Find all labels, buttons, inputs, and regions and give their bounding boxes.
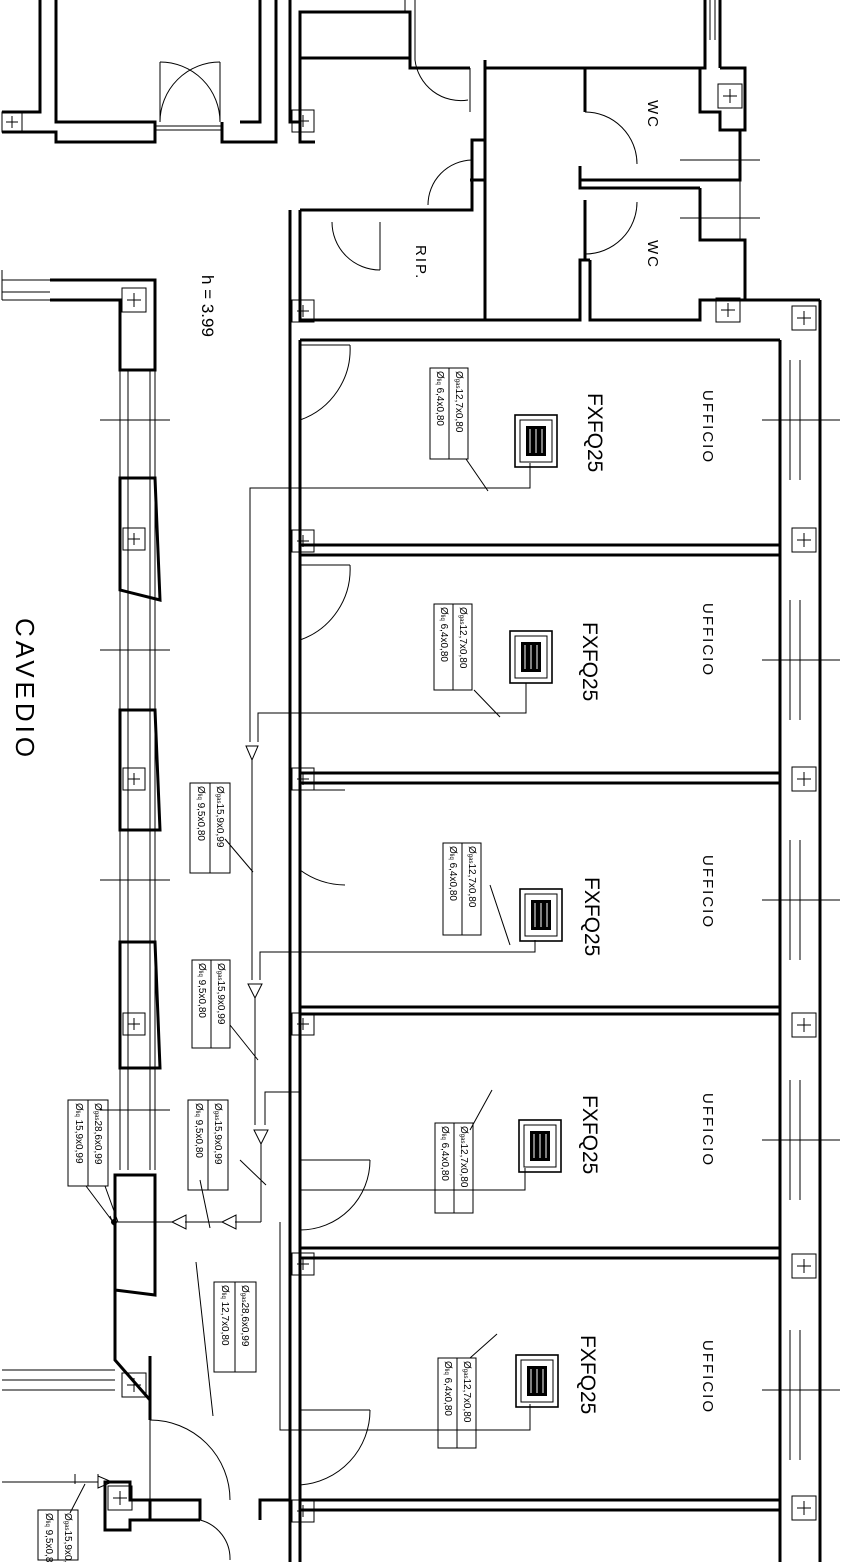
svg-text:Øliq 6,4x0,80: Øliq 6,4x0,80 — [434, 371, 445, 426]
pipe-tag: Øgas12,7x0,80 Øliq 6,4x0,80 — [434, 1122, 474, 1214]
room-label-wc: WC — [644, 100, 661, 129]
pipe-tag: Øgas15,9x0,99 Øliq 9,5x0,80 — [189, 782, 231, 874]
pipe-tag: Øgas28,6x0,99 Øliq 15,9x0,99 — [67, 1099, 109, 1187]
leader-lines — [69, 458, 511, 1514]
svg-text:Øgas15,9x0,99: Øgas15,9x0,99 — [62, 1513, 73, 1562]
svg-text:Øliq 6,4x0,80: Øliq 6,4x0,80 — [439, 1126, 450, 1181]
room-label-office: UFFICIO — [699, 603, 716, 677]
room-label-office: UFFICIO — [699, 390, 716, 464]
unit-model-label: FXFQ25 — [578, 622, 601, 701]
pipe-tag: Øgas12,7x0,80 Øliq 6,4x0,80 — [442, 842, 482, 936]
svg-text:Øgas12,7x0,80: Øgas12,7x0,80 — [458, 1126, 469, 1188]
cassette-unit — [515, 1354, 559, 1408]
pipe-tags: Øgas12,7x0,80 Øliq 6,4x0,80 Øgas12,7x0,8… — [37, 367, 482, 1562]
pipe-tag: Øgas15,9x0,99 Øliq 9,5x0,80 — [191, 959, 231, 1049]
piping — [2, 463, 536, 1489]
unit-model-label: FXFQ25 — [580, 877, 603, 956]
svg-text:Øliq 9,5x0,80: Øliq 9,5x0,80 — [193, 1103, 204, 1158]
cassette-unit — [519, 888, 563, 942]
svg-text:Øgas15,9x0,99: Øgas15,9x0,99 — [212, 1103, 223, 1165]
service-block — [288, 0, 820, 340]
cassette-unit — [509, 630, 553, 684]
cavedio-walls — [1, 270, 290, 1561]
cavedio-label: CAVEDIO — [10, 618, 40, 761]
room-label-office: UFFICIO — [699, 1093, 716, 1167]
double-door-top — [159, 61, 221, 123]
pipe-tag: Øgas15,9x0,99 Øliq 9,5x0,80 — [37, 1509, 79, 1562]
office-doors — [299, 344, 371, 1486]
svg-text:Øgas12,7x0,80: Øgas12,7x0,80 — [457, 607, 468, 669]
svg-text:Øliq 6,4x0,80: Øliq 6,4x0,80 — [447, 846, 458, 901]
svg-text:Øgas15,9x0,99: Øgas15,9x0,99 — [215, 963, 226, 1025]
pipe-tag: Øgas12,7x0,80 Øliq 6,4x0,80 — [433, 603, 473, 691]
svg-text:Øgas15,9x0,99: Øgas15,9x0,99 — [214, 786, 225, 848]
unit-labels: FXFQ25 FXFQ25 FXFQ25 FXFQ25 FXFQ25 — [576, 393, 606, 1414]
indoor-units — [509, 414, 563, 1408]
unit-model-label: FXFQ25 — [578, 1095, 601, 1174]
svg-text:Øliq 9,5x0,80: Øliq 9,5x0,80 — [196, 963, 207, 1018]
office-walls — [288, 300, 840, 1562]
pipe-tag: Øgas15,9x0,99 Øliq 9,5x0,80 — [187, 1099, 229, 1191]
room-label-office: UFFICIO — [699, 1340, 716, 1414]
svg-text:Øliq 9,5x0,80: Øliq 9,5x0,80 — [43, 1513, 54, 1562]
room-label-wc: WC — [644, 240, 661, 269]
room-labels: UFFICIO UFFICIO UFFICIO UFFICIO UFFICIO … — [10, 100, 716, 1414]
room-label-rip: RIP. — [412, 245, 429, 280]
unit-model-label: FXFQ25 — [583, 393, 606, 472]
svg-text:Øgas12,7x0,80: Øgas12,7x0,80 — [453, 371, 464, 433]
unit-model-label: FXFQ25 — [576, 1335, 599, 1414]
svg-text:Øgas12,7x0,80: Øgas12,7x0,80 — [466, 846, 477, 908]
cassette-unit — [518, 1119, 562, 1173]
pipe-tag: Øgas28,6x0,99 Øliq 12,7x0,80 — [213, 1281, 257, 1373]
room-label-office: UFFICIO — [699, 855, 716, 929]
svg-text:Øgas12,7x0,80: Øgas12,7x0,80 — [461, 1361, 472, 1423]
svg-text:Øgas28,6x0,99: Øgas28,6x0,99 — [239, 1285, 250, 1347]
svg-text:Øgas28,6x0,99: Øgas28,6x0,99 — [92, 1103, 103, 1165]
svg-text:Øliq 15,9x0,99: Øliq 15,9x0,99 — [73, 1103, 84, 1164]
svg-text:Øliq 6,4x0,80: Øliq 6,4x0,80 — [438, 607, 449, 662]
svg-text:Øliq 6,4x0,80: Øliq 6,4x0,80 — [442, 1361, 453, 1416]
pipe-tag: Øgas12,7x0,80 Øliq 6,4x0,80 — [437, 1357, 477, 1449]
height-note: h = 3.99 — [198, 275, 217, 337]
svg-text:Øliq 9,5x0,80: Øliq 9,5x0,80 — [195, 786, 206, 841]
pipe-tag: Øgas12,7x0,80 Øliq 6,4x0,80 — [429, 367, 469, 460]
svg-text:Øliq 12,7x0,80: Øliq 12,7x0,80 — [219, 1285, 230, 1346]
top-left-walls — [1, 0, 278, 144]
cassette-unit — [514, 414, 558, 468]
